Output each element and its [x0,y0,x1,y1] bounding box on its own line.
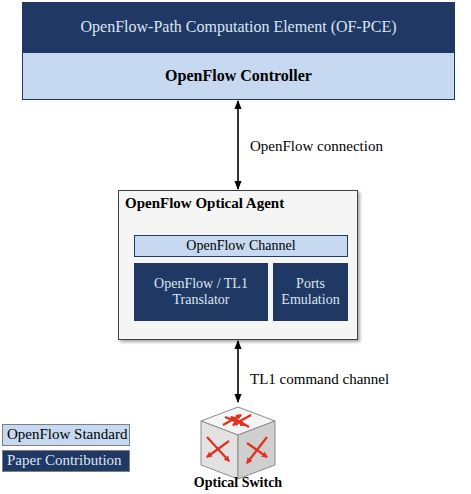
switch-cube-icon [193,403,283,483]
box-label: OpenFlow Controller [165,67,312,85]
legend-swatch: Paper Contribution [2,450,130,472]
optical-switch: Optical Switch [168,403,308,491]
legend-label: Paper Contribution [7,452,122,469]
group-heading: OpenFlow Optical Agent [125,195,284,212]
box-label: Ports Emulation [278,276,343,308]
agent-box: OpenFlow Optical AgentOpenFlow ChannelOp… [118,190,358,340]
legend-swatch: OpenFlow Standard [2,424,130,446]
box-label: OpenFlow / TL1 Translator [139,276,263,308]
switch-arrow [207,441,229,457]
switch-arrow [247,437,267,463]
legend-label: OpenFlow Standard [7,426,127,443]
translator-box: OpenFlow / TL1 Translator [134,263,268,321]
cube-face [238,421,275,479]
connector-arrow [237,341,239,402]
controller-box: OpenFlow Controller [22,52,455,100]
switch-arrow [231,417,249,427]
ports-box: Ports Emulation [273,263,348,321]
connector-label: OpenFlow connection [248,138,385,155]
channel-box: OpenFlow Channel [134,235,348,257]
connector-arrow [237,101,239,189]
box-label: OpenFlow Channel [186,238,295,254]
box-label: OpenFlow-Path Computation Element (OF-PC… [81,18,397,36]
connector-label: TL1 command channel [248,371,391,388]
switch-arrow [207,437,229,461]
cube-face [201,421,238,479]
pce-box: OpenFlow-Path Computation Element (OF-PC… [22,2,455,52]
box-label: Optical Switch [194,475,282,491]
